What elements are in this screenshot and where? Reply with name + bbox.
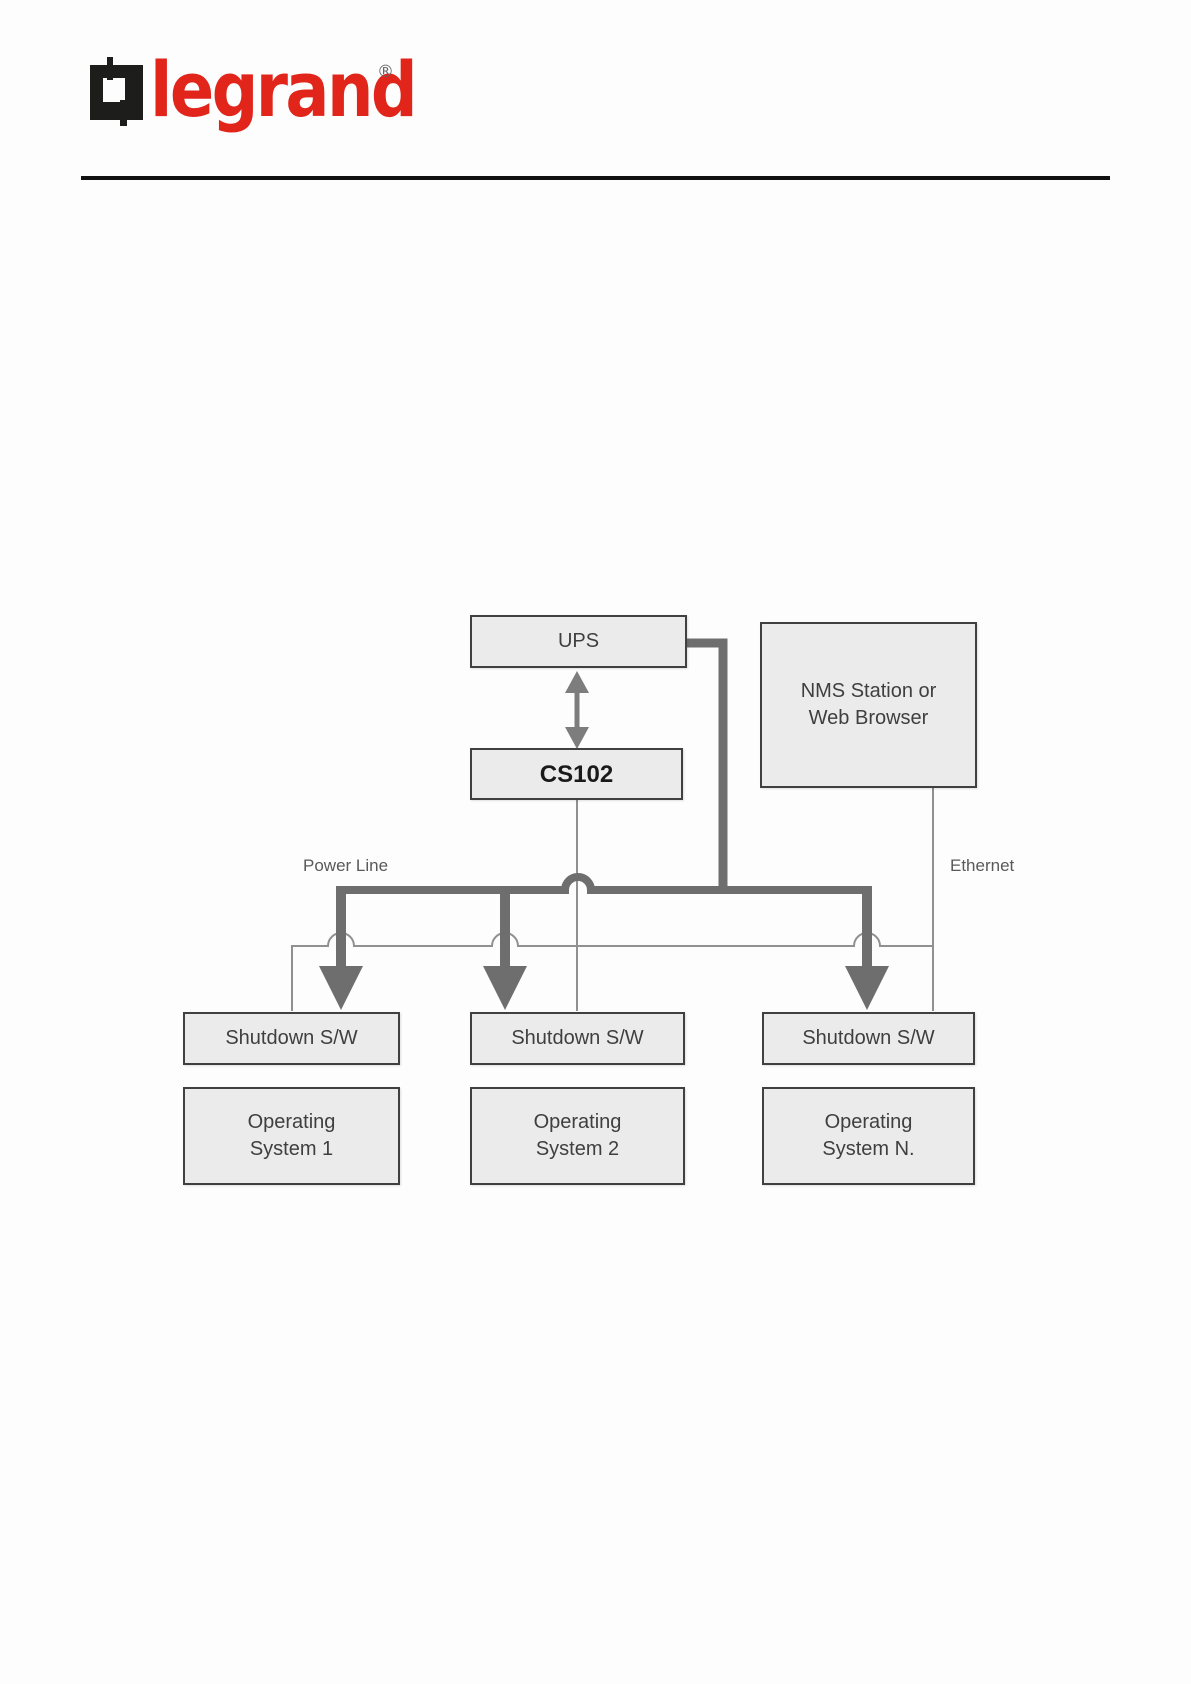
- header-divider: [81, 176, 1110, 180]
- line-thin-horizontal-bus: [291, 932, 933, 1011]
- arrowhead-shutdown1: [319, 966, 363, 1010]
- node-shutdown-sw-1: Shutdown S/W: [183, 1012, 400, 1065]
- ethernet-label: Ethernet: [950, 856, 1015, 875]
- power-line-label: Power Line: [303, 856, 389, 875]
- node-ups: UPS: [470, 615, 687, 668]
- node-os3-label-line2: System N.: [822, 1138, 915, 1160]
- node-os3-label-line1: Operating: [824, 1111, 913, 1133]
- node-shutdown-sw-2: Shutdown S/W: [470, 1012, 685, 1065]
- registered-trademark-symbol: ®: [377, 62, 394, 82]
- legrand-logo: legrand ®: [90, 52, 418, 147]
- node-os2-label-line1: Operating: [533, 1111, 622, 1133]
- node-operating-system-1: Operating System 1: [183, 1087, 400, 1185]
- line-ups-to-trunk: [687, 638, 728, 893]
- node-os1-label-line2: System 1: [249, 1138, 334, 1160]
- node-shutdown-sw-1-label: Shutdown S/W: [225, 1027, 358, 1049]
- node-nms-label-line1: NMS Station or: [800, 680, 937, 702]
- node-operating-system-n: Operating System N.: [762, 1087, 975, 1185]
- double-arrow-ups-cs102: [565, 671, 589, 749]
- node-shutdown-sw-3: Shutdown S/W: [762, 1012, 975, 1065]
- node-os2-label-line2: System 2: [535, 1138, 620, 1160]
- arrowhead-shutdown3: [845, 966, 889, 1010]
- node-shutdown-sw-2-label: Shutdown S/W: [511, 1027, 644, 1049]
- arrowhead-shutdown2: [483, 966, 527, 1010]
- brand-wordmark: legrand: [150, 45, 418, 134]
- legrand-mark-icon: [90, 57, 143, 126]
- node-nms-label-line2: Web Browser: [808, 707, 929, 729]
- node-operating-system-2: Operating System 2: [470, 1087, 685, 1185]
- node-cs102: CS102: [470, 748, 683, 800]
- line-power-trunk: [337, 873, 871, 894]
- node-nms-station: NMS Station or Web Browser: [760, 622, 977, 788]
- node-shutdown-sw-3-label: Shutdown S/W: [802, 1027, 935, 1049]
- node-cs102-label: CS102: [539, 760, 614, 788]
- node-ups-label: UPS: [557, 630, 600, 652]
- node-os1-label-line1: Operating: [247, 1111, 336, 1133]
